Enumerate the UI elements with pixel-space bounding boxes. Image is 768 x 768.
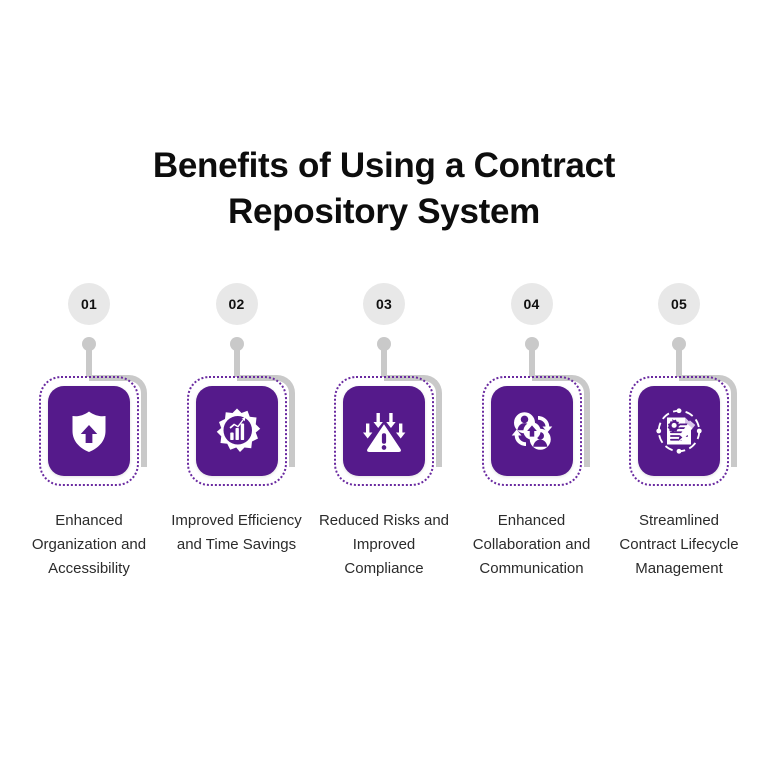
- icon-card-area-1: [18, 375, 160, 487]
- step-number-badge-1: 01: [68, 283, 110, 325]
- icon-card-4[interactable]: [490, 386, 573, 476]
- page-title-line-1: Benefits of Using a Contract: [152, 146, 616, 185]
- step-number-badge-2: 02: [215, 283, 258, 325]
- card-dotted-outline-2: [186, 376, 287, 486]
- pin-dot-icon-4: [524, 337, 539, 351]
- pin-dot-icon-2: [229, 337, 244, 351]
- step-number-badge-5: 05: [658, 283, 700, 325]
- pin-connector-1: [18, 337, 160, 377]
- pin-stem-3: [381, 347, 387, 377]
- icon-card-1[interactable]: [48, 386, 130, 476]
- icon-card-area-3: [313, 375, 455, 487]
- collaboration-people-cycle-icon: [508, 407, 556, 455]
- card-dotted-outline-5: [629, 376, 729, 486]
- document-gear-pencil-lifecycle-icon: [655, 407, 703, 455]
- icon-card-2[interactable]: [195, 386, 278, 476]
- benefits-row: 01 Enhanced Organization and Acces: [18, 283, 750, 581]
- benefit-caption-2: Improved Efficiency and Time Savings: [171, 512, 302, 553]
- benefit-column-3: 03: [313, 283, 455, 581]
- card-dotted-outline-3: [334, 376, 434, 486]
- card-dotted-outline-4: [481, 376, 582, 486]
- benefit-column-1: 01 Enhanced Organization and Acces: [18, 283, 160, 581]
- icon-card-3[interactable]: [343, 386, 425, 476]
- pin-dot-icon-3: [377, 337, 391, 351]
- card-dotted-outline-1: [39, 376, 139, 486]
- pin-connector-4: [461, 337, 603, 377]
- shield-up-arrow-icon: [65, 407, 113, 455]
- pin-stem-5: [676, 347, 682, 377]
- page-title-line-2: Repository System: [228, 192, 540, 231]
- step-number-badge-4: 04: [510, 283, 553, 325]
- pin-dot-icon-1: [82, 337, 96, 351]
- icon-card-5[interactable]: [638, 386, 720, 476]
- benefit-column-2: 02: [166, 283, 308, 557]
- pin-stem-2: [233, 347, 240, 377]
- pin-connector-2: [166, 337, 308, 377]
- benefit-caption-5: Streamlined Contract Lifecycle Managemen…: [619, 512, 739, 577]
- pin-connector-3: [313, 337, 455, 377]
- warning-triangle-down-arrows-icon: [360, 407, 408, 455]
- benefit-caption-3: Reduced Risks and Improved Compliance: [318, 512, 450, 577]
- icon-card-area-2: [166, 375, 308, 487]
- pin-connector-5: [608, 337, 750, 377]
- pin-dot-icon-5: [672, 337, 686, 351]
- page-title: Benefits of Using a Contract Repository …: [64, 143, 704, 235]
- icon-card-area-5: [608, 375, 750, 487]
- benefit-column-5: 05: [608, 283, 750, 581]
- gear-bar-chart-icon: [213, 407, 261, 455]
- benefit-column-4: 04: [461, 283, 603, 581]
- step-number-badge-3: 03: [363, 283, 405, 325]
- benefit-caption-1: Enhanced Organization and Accessibility: [31, 512, 147, 577]
- benefit-caption-4: Enhanced Collaboration and Communication: [472, 512, 591, 577]
- pin-stem-4: [528, 347, 535, 377]
- pin-stem-1: [86, 347, 92, 377]
- icon-card-area-4: [461, 375, 603, 487]
